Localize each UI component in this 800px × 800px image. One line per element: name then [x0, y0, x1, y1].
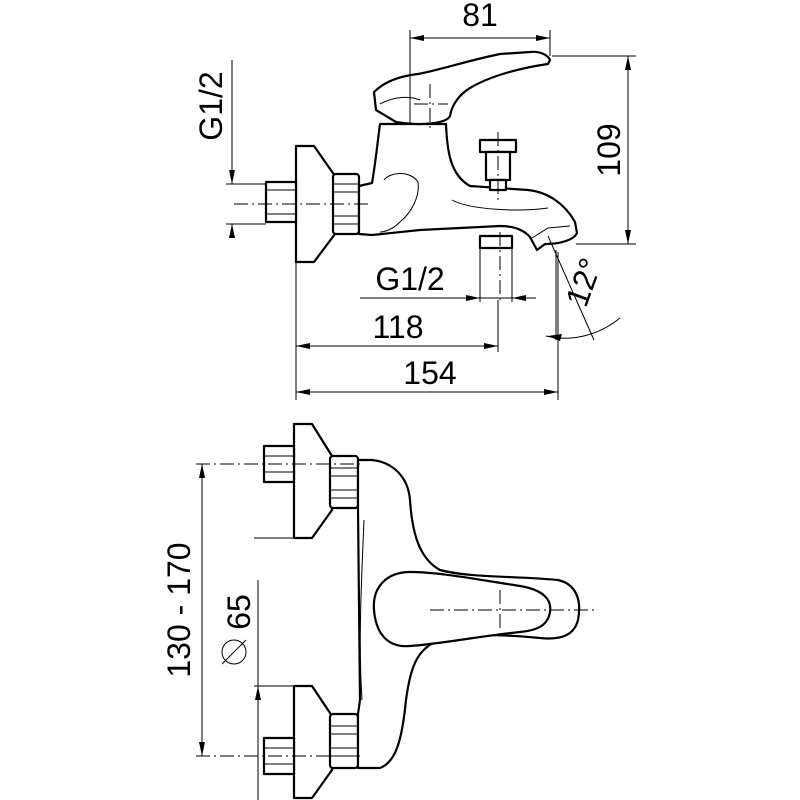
diameter-symbol [221, 639, 247, 665]
dim-g12-outlet: G1/2 [360, 248, 536, 302]
dim-81: 81 [409, 0, 551, 124]
dim-g12-inlet: G1/2 [193, 60, 266, 238]
top-flange-upper [292, 422, 334, 540]
side-view [234, 50, 579, 300]
dim-center-distance: 130 - 170 [161, 464, 205, 756]
dim-81-label: 81 [462, 0, 498, 33]
top-lever [372, 570, 552, 648]
top-flange-lower [292, 684, 334, 800]
dim-154-label: 154 [403, 355, 456, 391]
dim-109: 109 [552, 55, 636, 245]
dim-center-distance-label: 130 - 170 [161, 542, 197, 677]
dim-flange-65: 65 [221, 537, 294, 800]
dim-g12-inlet-label: G1/2 [193, 71, 229, 140]
top-view [196, 422, 598, 800]
dim-angle-12: 12° [545, 235, 621, 341]
side-shower-outlet [478, 234, 514, 250]
dim-118-label: 118 [372, 309, 423, 345]
dim-154: 154 [296, 252, 559, 400]
dim-118: 118 [295, 262, 499, 400]
dim-109-label: 109 [591, 123, 627, 176]
side-body [357, 122, 579, 252]
dim-g12-outlet-label: G1/2 [375, 261, 444, 297]
dim-flange-65-label: 65 [221, 594, 257, 630]
side-inlet-nut [264, 180, 298, 224]
side-lever [372, 50, 552, 126]
dim-angle-12-label: 12° [558, 253, 608, 311]
